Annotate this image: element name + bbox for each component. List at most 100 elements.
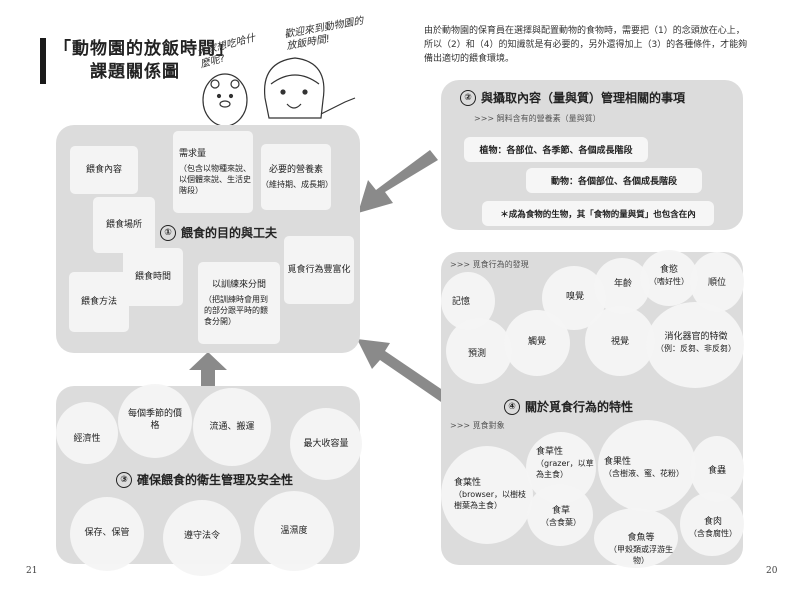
circle-temperature — [254, 491, 334, 571]
circle-prediction — [446, 318, 512, 384]
animal-drawing — [202, 73, 248, 127]
arrow-panel3-to-panel1 — [189, 352, 227, 394]
panel4-heading: ④ 關於覓食行為的特性 — [504, 398, 633, 415]
panel3-number: ③ — [116, 471, 132, 488]
circle-storage — [70, 497, 144, 571]
circle-digestive — [646, 302, 744, 388]
page-number-right: 20 — [766, 566, 778, 576]
panel4-section1: >>> 覓食行為的發現 — [450, 260, 529, 269]
feed-time-label: 餵食時間 — [134, 272, 171, 282]
prediction-label: 預測 — [467, 349, 486, 359]
feed-method-label: 餵食方法 — [80, 297, 117, 307]
feed-content-label: 餵食內容 — [85, 165, 122, 175]
training-label: 以訓練來分間 — [211, 280, 266, 290]
piscivore-text: 食魚等 — [627, 533, 655, 543]
title-line1: 「動物園的放飯時間」 — [54, 39, 234, 59]
panel2-heading: ② 與攝取內容（量與質）管理相關的事項 — [460, 89, 685, 106]
digestive-label: 消化器官的特徵 （例：反芻、非反芻） — [652, 331, 740, 354]
distribution-label: 流通、搬運 — [209, 422, 255, 432]
feed-place-label: 餵食場所 — [105, 220, 142, 230]
box-feed-place: 餵食場所 — [93, 197, 155, 253]
insectivore-label: 食蟲 — [707, 466, 726, 476]
demand-label: 需求量 — [179, 149, 207, 159]
box-nutrients: 必要的營養素 （維持期、成長期） — [261, 144, 333, 210]
title-line2: 課題關係圖 — [90, 62, 180, 82]
circle-distribution — [193, 388, 271, 466]
smell-label: 嗅覺 — [565, 292, 584, 302]
page-title: 「動物園的放飯時間」 課題關係圖 — [54, 38, 234, 84]
box-enrichment: 覓食行為豐富化 — [284, 236, 354, 304]
temperature-label: 溫濕度 — [280, 526, 308, 536]
circle-carnivore — [680, 492, 744, 556]
carnivore-label: 食肉 （含食腐性） — [686, 516, 740, 539]
digestive-text: 消化器官的特徵 — [664, 332, 728, 342]
max-storage-label: 最大收容量 — [303, 439, 349, 449]
rank-label: 順位 — [707, 278, 726, 288]
nutrients-sub: （維持期、成長期） — [261, 180, 333, 189]
demand-sub: （包含以物種來說、以個體來說、生活史階段） — [179, 164, 251, 195]
compliance-label: 遵守法令 — [183, 531, 220, 541]
circle-max-storage — [290, 408, 362, 480]
panel3-heading: ③ 確保餵食的衛生管理及安全性 — [116, 471, 293, 488]
frugivore-sub: （含樹液、蜜、花粉） — [604, 469, 684, 478]
circle-economy — [56, 402, 118, 464]
appetite-sub: （嗜好性） — [649, 277, 689, 286]
pill-plants: 植物：各部位、各季節、各個成長階段 — [464, 137, 648, 162]
grazer-text: 食草性 — [536, 447, 564, 457]
frugivore-label: 食果性 （含樹液、蜜、花粉） — [604, 456, 688, 479]
grazer-label: 食草性 （grazer，以草為主食） — [536, 446, 594, 480]
panel1-number: ① — [160, 224, 176, 241]
panel2-heading-text: 與攝取內容（量與質）管理相關的事項 — [481, 91, 686, 105]
digestive-sub: （例：反芻、非反芻） — [656, 344, 736, 353]
appetite-label: 食慾 （嗜好性） — [644, 264, 694, 287]
piscivore-sub: （甲殼類或浮游生物） — [609, 545, 673, 565]
grazer-sub: （grazer，以草為主食） — [536, 459, 594, 479]
vision-label: 視覺 — [610, 337, 629, 347]
circle-seasonal — [118, 384, 192, 458]
panel1-heading-text: 餵食的目的與工夫 — [181, 226, 278, 240]
folivore-label: 食葉性 （browser，以樹枝樹葉為主食） — [454, 477, 526, 511]
piscivore-label: 食魚等 （甲殼類或浮游生物） — [604, 532, 678, 566]
zookeeper-illustration — [202, 57, 356, 127]
circle-herbage — [527, 484, 593, 546]
touch-label: 觸覺 — [527, 337, 546, 347]
panel2-number: ② — [460, 89, 476, 106]
arrow-panel2-to-panel1 — [358, 150, 438, 213]
pill-note: ＊成為食物的生物，其「食物的量與質」也包含在內 — [482, 201, 714, 226]
box-feed-method: 餵食方法 — [69, 272, 129, 332]
pill-animals: 動物：各個部位、各個成長階段 — [526, 168, 702, 193]
circle-frugivore — [598, 420, 696, 512]
circle-compliance — [163, 500, 241, 576]
carnivore-text: 食肉 — [703, 517, 722, 527]
girl-drawing — [263, 57, 356, 119]
circle-folivore — [441, 446, 533, 544]
circle-piscivore — [594, 508, 678, 568]
nutrients-label: 必要的營養素 — [268, 165, 323, 175]
panel1-heading: ① 餵食的目的與工夫 — [160, 224, 277, 241]
panel4-heading-text: 關於覓食行為的特性 — [525, 400, 634, 414]
panel3-heading-text: 確保餵食的衛生管理及安全性 — [137, 473, 294, 487]
intro-paragraph: 由於動物園的保育員在選擇與配置動物的食物時，需要把（1）的念頭放在心上，所以（2… — [424, 26, 748, 64]
title-accent-bar — [40, 38, 46, 84]
appetite-text: 食慾 — [659, 265, 678, 275]
box-feed-time: 餵食時間 — [123, 248, 183, 306]
seasonal-label: 每個季節的價格 — [127, 409, 182, 431]
box-training: 以訓練來分間 （把訓練時會用到的部分跟平時的餵食分開） — [198, 262, 280, 344]
storage-label: 保存、保管 — [84, 528, 130, 538]
folivore-text: 食葉性 — [454, 478, 482, 488]
enrichment-label: 覓食行為豐富化 — [287, 265, 351, 275]
memory-label: 記憶 — [451, 297, 470, 307]
folivore-sub: （browser，以樹枝樹葉為主食） — [454, 490, 527, 510]
panel2-section-label: >>> 飼料含有的營養素（量與質） — [474, 114, 601, 123]
box-feed-content: 餵食內容 — [70, 146, 138, 194]
arrow-panel4-to-panel1 — [357, 339, 450, 404]
carnivore-sub: （含食腐性） — [689, 529, 737, 538]
herbage-text: 食草 — [551, 506, 570, 516]
box-demand: 需求量 （包含以物種來說、以個體來說、生活史階段） — [173, 131, 253, 213]
herbage-label: 食草 （含食葉） — [533, 505, 589, 528]
circle-touch — [504, 310, 570, 376]
training-sub: （把訓練時會用到的部分跟平時的餵食分開） — [204, 295, 268, 326]
age-label: 年齡 — [613, 279, 632, 289]
circle-insectivore — [690, 436, 744, 502]
